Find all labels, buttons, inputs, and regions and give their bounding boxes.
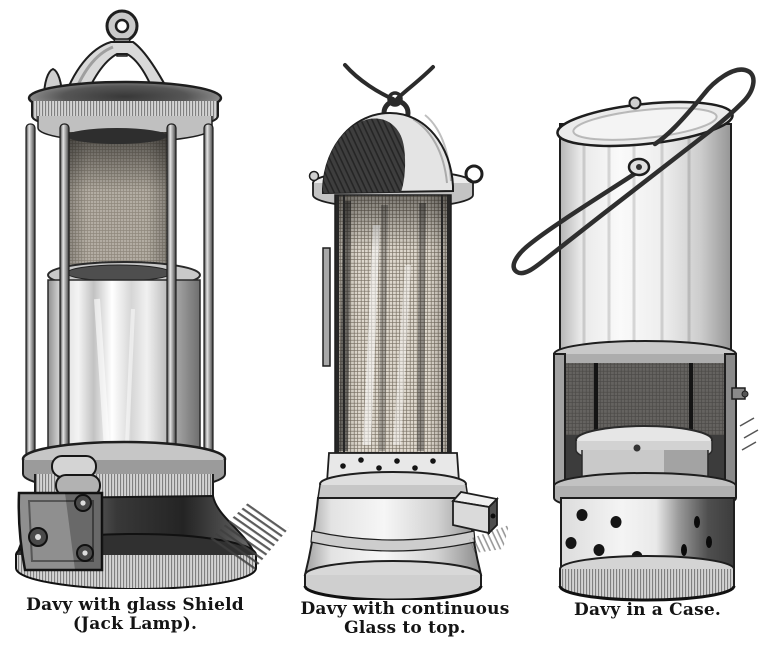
perforated-base-cylinder — [558, 497, 736, 602]
davy-lamp-with-glass-shield-illustration — [15, 9, 289, 589]
caption-line: Glass to top. — [344, 618, 466, 638]
caption-davy-in-a-case: Davy in a Case. — [525, 601, 770, 620]
continuous-glass-gauze-cylinder — [322, 194, 452, 454]
figure-davy-with-glass-shield — [5, 4, 290, 589]
lock-key-spout — [451, 491, 509, 553]
oil-vessel-base — [303, 471, 483, 600]
wire-bail-handle — [511, 67, 756, 276]
figure-davy-with-continuous-glass — [293, 55, 518, 600]
davy-lamp-in-a-case-illustration — [511, 67, 759, 602]
frame-pillars — [25, 123, 214, 463]
lid-knob — [628, 96, 642, 110]
caption-line: Davy in a Case. — [574, 600, 721, 620]
caption-line: (Jack Lamp). — [72, 614, 198, 634]
glass-shield-cylinder — [47, 261, 201, 461]
lock-latch — [17, 455, 104, 572]
davy-lamp-with-continuous-glass-illustration — [303, 63, 509, 600]
caption-line: Davy with continuous — [300, 599, 510, 619]
caption-davy-with-continuous-glass: Davy with continuous Glass to top. — [285, 600, 525, 638]
inspection-window — [553, 340, 759, 512]
figure-davy-in-a-case — [504, 58, 770, 605]
caption-davy-with-glass-shield: Davy with glass Shield (Jack Lamp). — [0, 596, 270, 634]
wire-gauze-cylinder — [67, 128, 167, 274]
bonnet-hood — [322, 111, 454, 195]
cast-shadow-hatching — [208, 503, 289, 572]
caption-line: Davy with glass Shield — [26, 595, 244, 615]
